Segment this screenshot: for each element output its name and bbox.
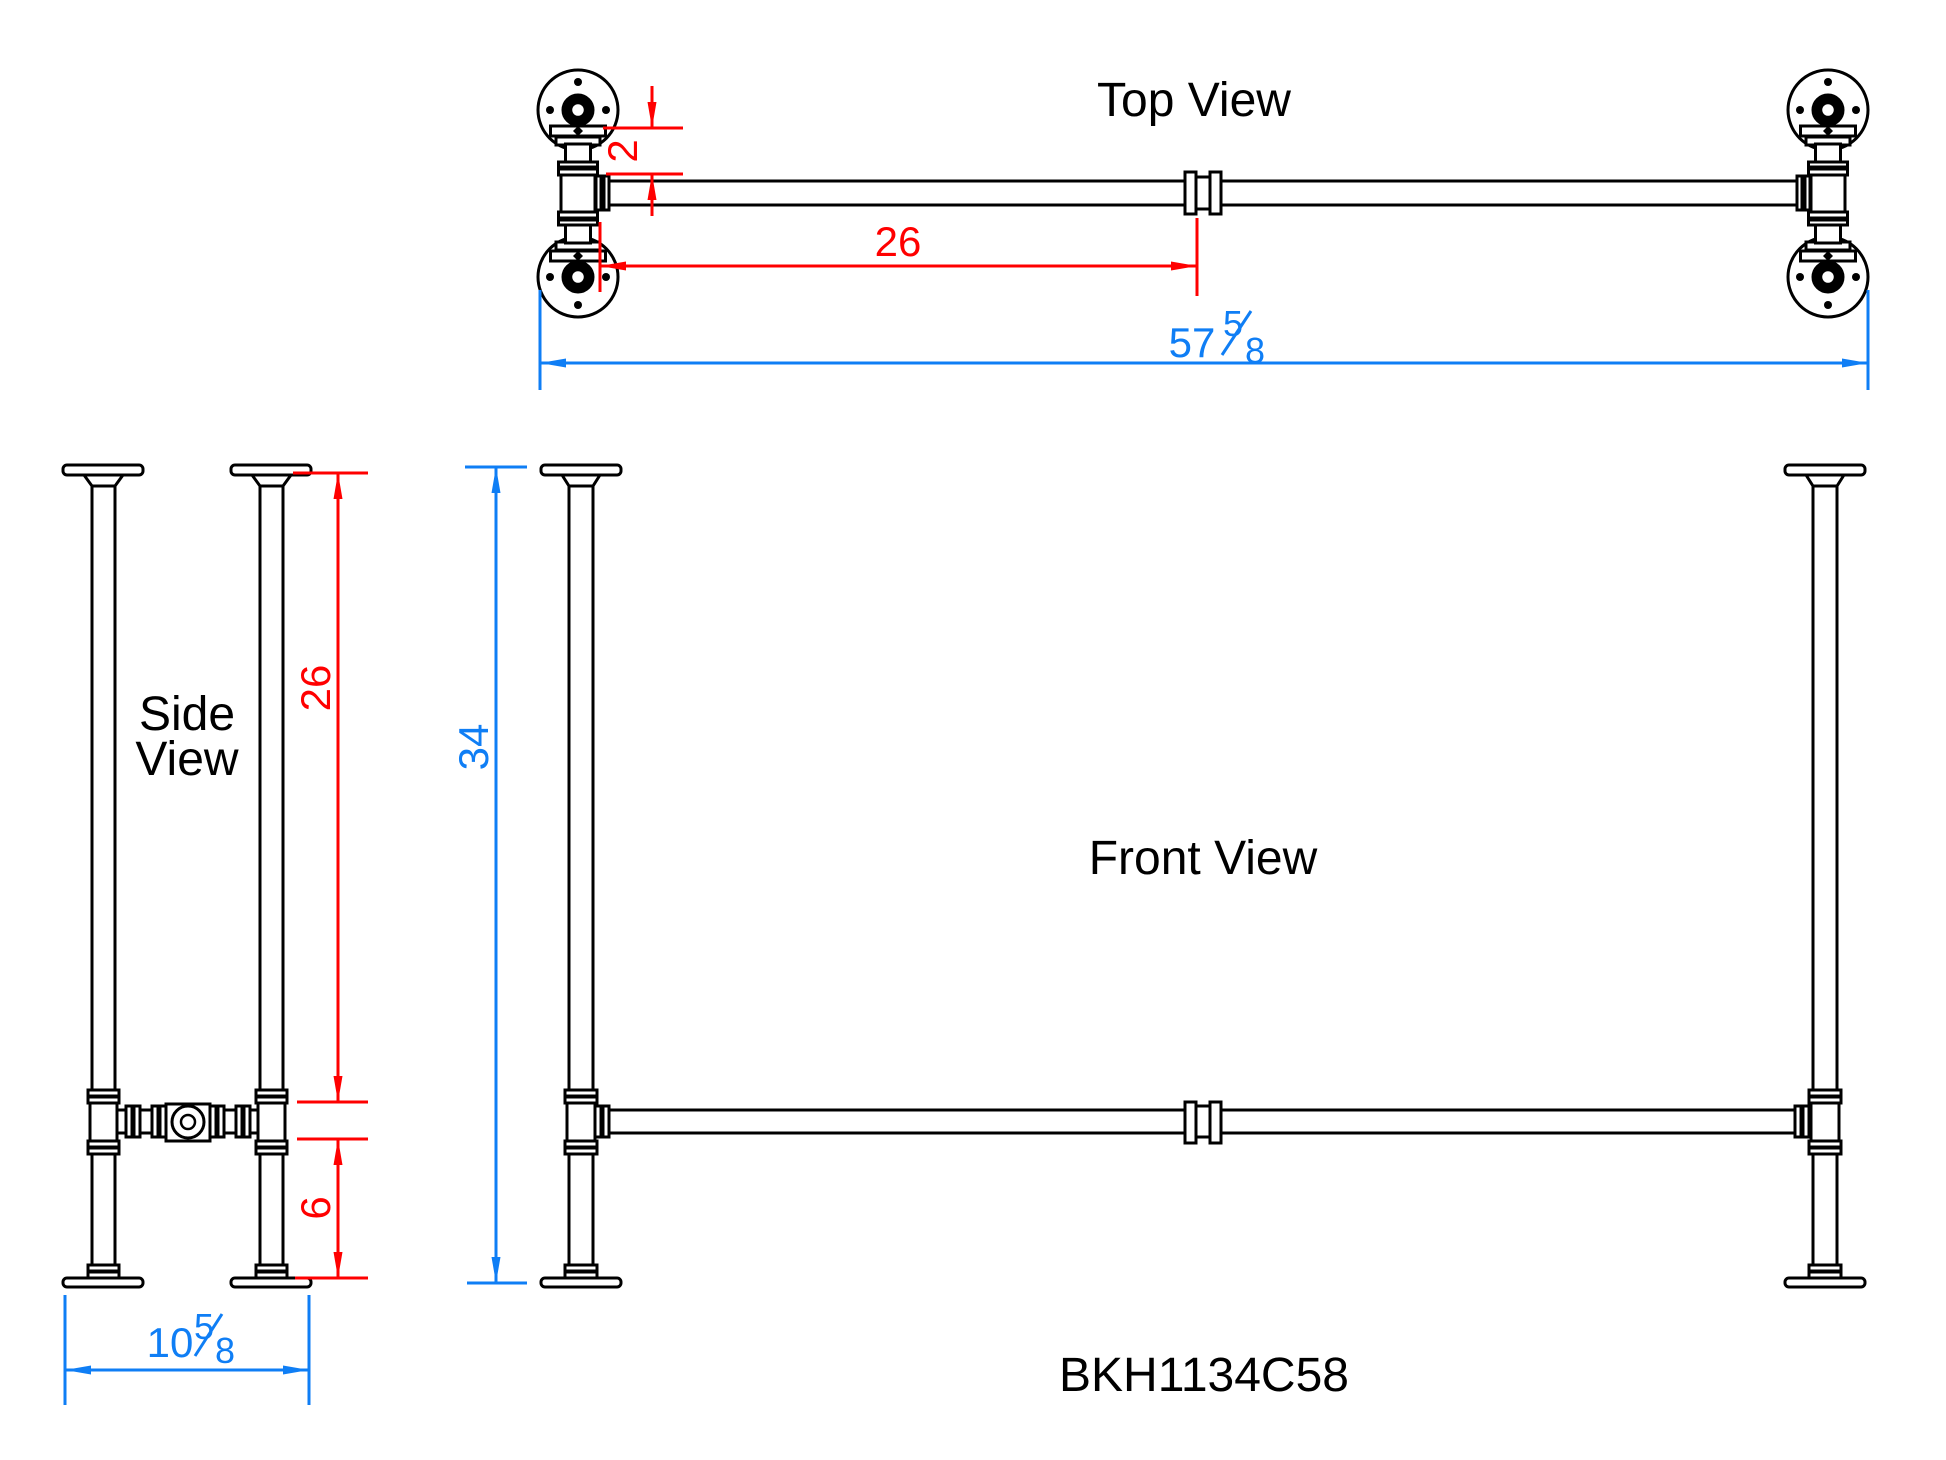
dimension-front-height: 34 [450,465,527,1285]
top-view-title: Top View [1097,74,1291,127]
side-view-stretcher [115,1102,260,1143]
side-view-title-line1: Side [139,688,235,741]
front-view: 34 Front View BKH1134C58 [450,463,1867,1402]
tee-fitting [559,173,597,215]
dimension-side-stretcher-to-floor: 6 [292,1137,368,1280]
dim-label-57-den: 8 [1245,330,1265,371]
dimension-side-depth: 10 5 8 [63,1295,311,1405]
front-view-right-leg [1783,463,1867,1289]
part-number: BKH1134C58 [1059,1349,1349,1402]
pipe-coupling [1183,1100,1223,1145]
side-view-right-leg [229,463,313,1289]
top-view: 2 26 57 5 8 Top View [538,70,1868,390]
dim-label-57-num: 5 [1223,303,1243,344]
pipe-coupling [1183,170,1223,216]
dimension-top-flange-to-rail: 2 [599,86,683,216]
top-view-right-leg-assembly [1788,70,1868,317]
dim-label-57: 57 [1169,319,1216,366]
dim-label-26-top: 26 [875,218,922,265]
side-view-left-leg [61,463,145,1289]
side-view: 26 6 10 5 8 Side View [61,463,368,1405]
top-view-rail-pipe [594,170,1812,216]
front-view-title: Front View [1089,832,1318,885]
dim-label-6: 6 [292,1196,339,1219]
dim-label-2: 2 [599,139,646,162]
front-view-rail [593,1100,1811,1145]
dim-label-26-side: 26 [292,665,339,712]
flange-top-right [1788,70,1868,175]
side-view-title-line2: View [135,733,239,786]
dimension-side-top-to-stretcher: 26 [292,471,368,1104]
dim-label-10: 10 [147,1319,194,1366]
tee-fitting [1809,173,1847,215]
dim-label-10-den: 8 [215,1330,235,1371]
dim-label-34: 34 [450,724,497,771]
front-view-left-leg [539,463,623,1289]
flange-bottom-right [1788,212,1868,317]
top-view-left-leg-assembly [538,70,618,317]
dimension-top-leg-to-coupling: 26 [598,218,1199,296]
dimension-top-overall-length: 57 5 8 [538,290,1870,390]
